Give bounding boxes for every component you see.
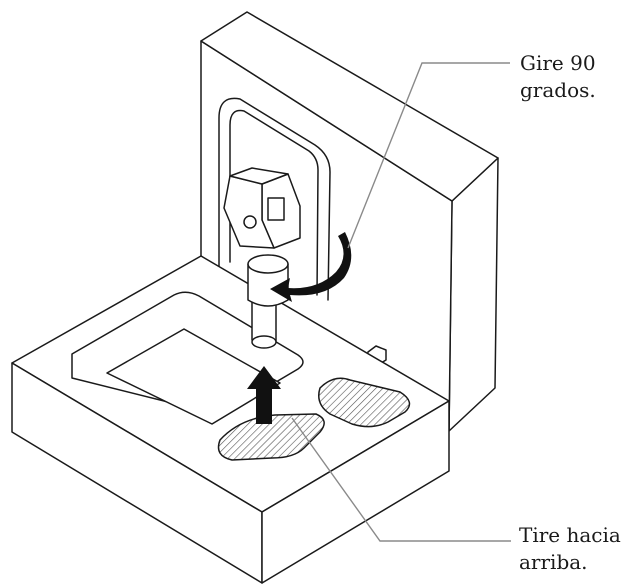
device-collar-top (247, 254, 289, 274)
leader-line-pull (291, 417, 511, 542)
box-lid (200, 11, 499, 432)
up-arrow-icon (247, 366, 281, 424)
curved-arrow-icon (270, 232, 352, 302)
device-collar (247, 263, 289, 307)
box-base (11, 255, 450, 584)
base-right-face (261, 400, 450, 584)
callout-pull-line2: arriba. (519, 550, 588, 574)
lid-right-side (448, 157, 499, 432)
tray-recess-inner (106, 328, 281, 425)
callout-rotate-line1: Gire 90 (520, 51, 596, 75)
device-body-top (229, 167, 289, 185)
callout-pull-line1: Tire hacia (519, 523, 621, 547)
lid-top-edge (200, 11, 499, 202)
device-shaft-tip (251, 335, 277, 349)
callout-rotate-line2: grados. (520, 78, 596, 102)
callout-rotate: Gire 90 grados. (520, 50, 596, 104)
callout-pull: Tire hacia arriba. (519, 522, 621, 576)
device-latch (243, 215, 257, 229)
tray-slot-right (318, 377, 411, 428)
device (223, 167, 301, 349)
leader-line-rotate (347, 62, 510, 249)
device-window (267, 197, 285, 221)
